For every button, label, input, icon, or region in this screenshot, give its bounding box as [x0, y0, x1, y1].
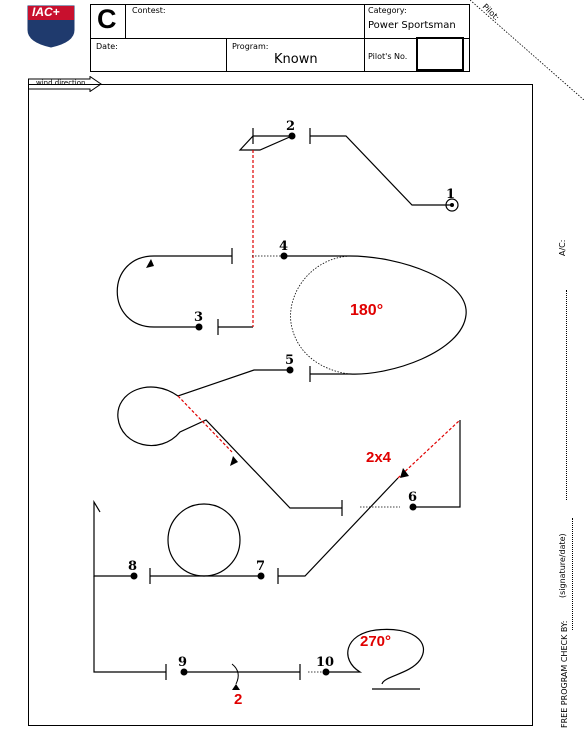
figure-3-number: 3: [194, 310, 203, 325]
figure-3-dot: [195, 323, 203, 331]
figure-5-path: [117, 369, 342, 509]
annotation-2x4: 2x4: [366, 449, 392, 466]
figure-3-path: [116, 255, 232, 328]
figure-8-path: [93, 499, 134, 577]
figure-7-number: 7: [256, 559, 265, 574]
figure-1-path: [310, 135, 452, 206]
figure-9-dot: [180, 668, 188, 676]
figure-6-arrow: [400, 468, 409, 478]
contest-label: Contest:: [132, 6, 166, 15]
program-value: Known: [274, 52, 318, 67]
figure-2-number: 2: [286, 119, 295, 134]
figure-10-path: [326, 628, 425, 685]
figure-4-number: 4: [279, 239, 288, 254]
signature-dotted-line: [572, 518, 574, 630]
figure-4-dotted-loop: [290, 255, 351, 375]
figure-9-arrow: [232, 684, 240, 690]
figure-6-number: 6: [408, 490, 417, 505]
figure-2-dot: [288, 132, 296, 140]
logo-text: IAC+: [32, 5, 60, 19]
figure-6-path: [413, 420, 461, 508]
figure-8-number: 8: [128, 559, 137, 574]
figure-9-roll-arc: [231, 663, 239, 685]
figure-6-dot: [409, 503, 417, 511]
figure-1-dot: [450, 203, 454, 207]
figure-2-path: [238, 135, 293, 151]
annotation-180: 180°: [350, 302, 383, 319]
figure-5-arrow: [230, 456, 238, 466]
figure-5-dot: [286, 366, 294, 374]
figure-6-inverted-leg: [397, 419, 461, 479]
pilot-corner: [469, 0, 584, 101]
figure-8-dot: [130, 572, 138, 580]
figure-4-dot: [280, 252, 288, 260]
figure-4-path: [284, 255, 467, 375]
pilot-number-label: Pilot's No.: [368, 52, 408, 61]
diagram-frame: [28, 84, 533, 726]
program-label: Program:: [232, 42, 269, 51]
figure-9-path: [93, 576, 300, 673]
figure-7-dot: [257, 572, 265, 580]
figure-3-arrow: [146, 259, 154, 268]
annotation-270: 270°: [360, 633, 391, 650]
figure-9-number: 9: [178, 655, 187, 670]
pilot-number-field[interactable]: [416, 37, 464, 71]
figure-1-entry-symbol: [445, 198, 459, 212]
date-label: Date:: [96, 42, 118, 51]
figure-5-inverted-leg: [177, 395, 233, 453]
figure-1-number: 1: [446, 187, 455, 202]
iac-logo: IAC+: [26, 4, 76, 48]
category-label: Category:: [368, 6, 407, 15]
figure-7-path: [150, 477, 399, 577]
figure-10-number: 10: [316, 655, 334, 670]
wind-direction-label: wind direction: [36, 79, 86, 87]
ac-dotted-line: [566, 290, 568, 500]
figure-5-number: 5: [285, 353, 294, 368]
figure-10-dot: [322, 668, 330, 676]
figure-7-loop: [167, 503, 241, 577]
annotation-2: 2: [234, 691, 242, 708]
category-letter: C: [97, 4, 117, 34]
category-value: Power Sportsman: [368, 20, 456, 31]
